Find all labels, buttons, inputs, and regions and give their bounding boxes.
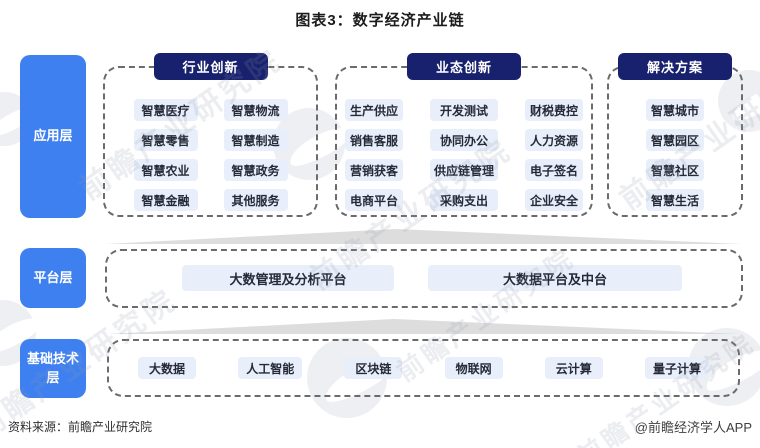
item-chip: 智慧金融 — [133, 189, 198, 211]
item-chip: 其他服务 — [223, 189, 288, 211]
funnel-platform-to-base — [107, 319, 740, 334]
item-chip: 智慧园区 — [646, 129, 704, 151]
item-chip: 生产供应 — [345, 99, 403, 121]
group-header-business-innovation: 业态创新 — [407, 53, 521, 80]
base-technology-band: 大数据 人工智能 区块链 物联网 云计算 量子计算 — [107, 339, 740, 397]
item-chip: 智慧生活 — [646, 189, 704, 211]
group-header-solutions: 解决方案 — [618, 53, 732, 80]
item-chip: 财税费控 — [525, 99, 583, 121]
item-chip: 企业安全 — [525, 189, 583, 211]
item-chip: 云计算 — [544, 357, 603, 379]
item-chip: 供应链管理 — [430, 159, 498, 181]
source-note: 资料来源：前瞻产业研究院 — [8, 420, 153, 434]
item-chip: 人工智能 — [238, 357, 303, 379]
item-chip: 人力资源 — [525, 129, 583, 151]
group-business-innovation: 业态创新 生产供应 开发测试 财税费控 销售客服 协同办公 人力资源 营销获客 … — [335, 53, 593, 217]
platform-layer-band: 大数管理及分析平台 大数据平台及中台 — [105, 249, 743, 308]
item-chip: 区块链 — [344, 357, 403, 379]
page-title: 图表3：数字经济产业链 — [295, 12, 465, 29]
item-chip: 营销获客 — [345, 159, 403, 181]
funnel-app-to-platform — [105, 229, 742, 244]
item-chip: 智慧社区 — [646, 159, 704, 181]
item-chip: 协同办公 — [430, 129, 498, 151]
item-chip: 电商平台 — [345, 189, 403, 211]
credit-note: @前瞻经济学人APP — [634, 420, 752, 435]
group-solutions: 解决方案 智慧城市 智慧园区 智慧社区 智慧生活 — [607, 53, 743, 217]
item-chip: 物联网 — [444, 357, 503, 379]
item-chip: 量子计算 — [644, 357, 709, 379]
item-chip: 大数据平台及中台 — [428, 265, 682, 291]
group-header-industry-innovation: 行业创新 — [153, 53, 268, 80]
base-technology-items: 大数据 人工智能 区块链 物联网 云计算 量子计算 — [109, 341, 738, 395]
item-chip: 智慧城市 — [646, 99, 704, 121]
solutions-items: 智慧城市 智慧园区 智慧社区 智慧生活 — [609, 68, 741, 211]
item-chip: 智慧物流 — [223, 99, 288, 121]
item-chip: 大数据 — [138, 357, 196, 379]
item-chip: 采购支出 — [430, 189, 498, 211]
layer-label-base-technology: 基础技术层 — [20, 339, 86, 398]
item-chip: 智慧医疗 — [133, 99, 198, 121]
group-industry-innovation: 行业创新 智慧医疗 智慧物流 智慧零售 智慧制造 智慧农业 智慧政务 智慧金融 … — [103, 53, 318, 217]
item-chip: 电子签名 — [525, 159, 583, 181]
item-chip: 大数管理及分析平台 — [182, 265, 394, 291]
item-chip: 智慧农业 — [133, 159, 198, 181]
item-chip: 智慧零售 — [133, 129, 198, 151]
business-innovation-items: 生产供应 开发测试 财税费控 销售客服 协同办公 人力资源 营销获客 供应链管理… — [337, 68, 591, 211]
industry-innovation-items: 智慧医疗 智慧物流 智慧零售 智慧制造 智慧农业 智慧政务 智慧金融 其他服务 — [105, 68, 316, 211]
item-chip: 智慧制造 — [223, 129, 288, 151]
layer-label-application: 应用层 — [20, 55, 86, 218]
item-chip: 开发测试 — [430, 99, 498, 121]
item-chip: 智慧政务 — [223, 159, 288, 181]
item-chip: 销售客服 — [345, 129, 403, 151]
layer-label-platform: 平台层 — [20, 248, 86, 308]
